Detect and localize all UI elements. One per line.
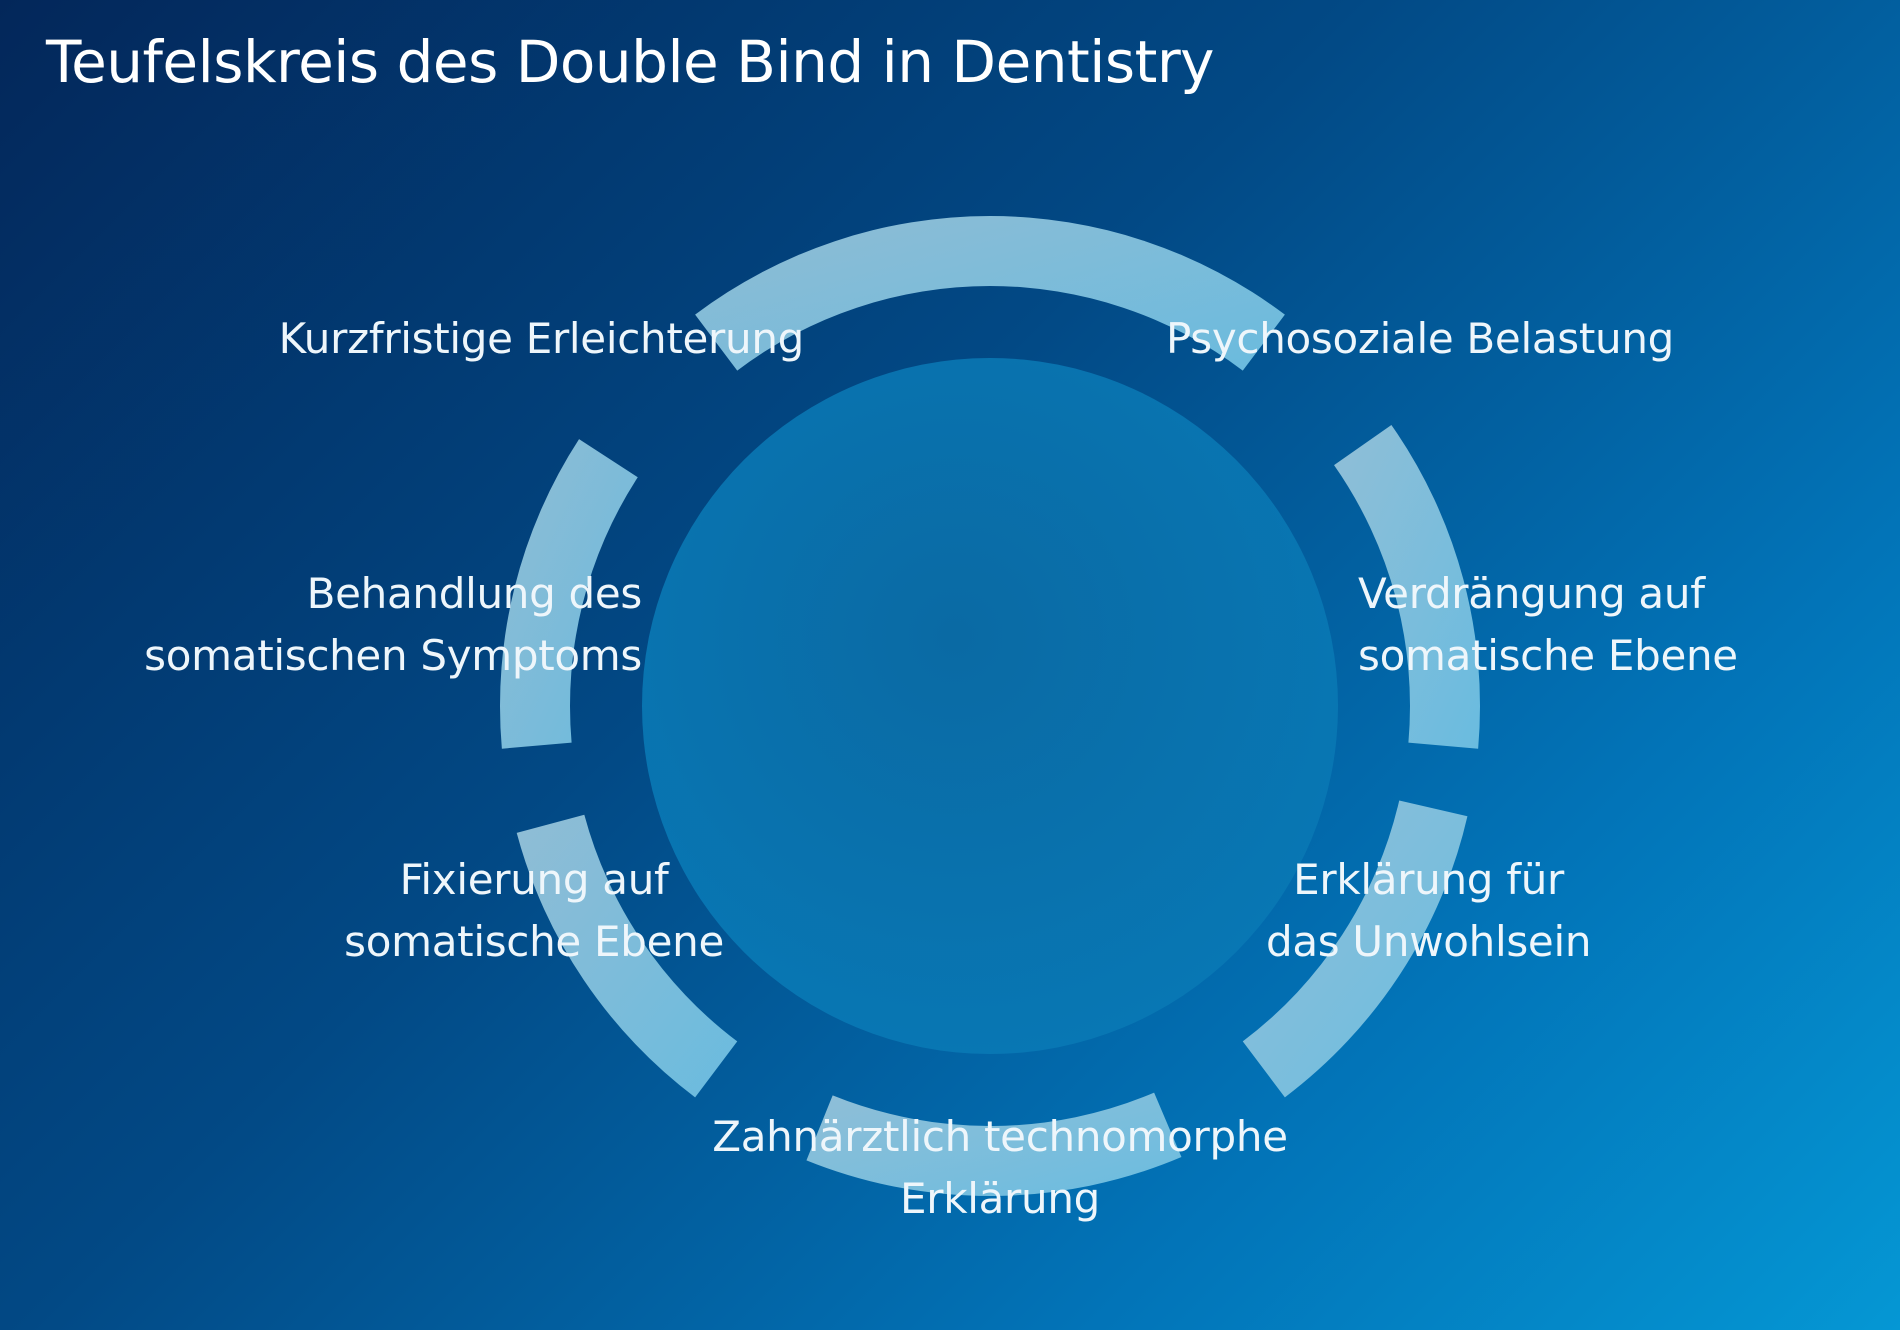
ring-segment — [695, 216, 1285, 371]
ring-segment — [806, 1092, 1182, 1196]
node-verdraengung: Verdrängung auf somatische Ebene — [1358, 563, 1738, 687]
ring-segment — [1242, 800, 1468, 1098]
node-label-line: das Unwohlsein — [1266, 917, 1592, 966]
center-disc — [642, 358, 1338, 1054]
ring — [499, 216, 1480, 1196]
node-label-line: Psychosoziale Belastung — [1166, 314, 1675, 363]
diagram-title: Teufelskreis des Double Bind in Dentistr… — [46, 28, 1215, 96]
node-label-line: Fixierung auf — [399, 855, 669, 904]
node-label-line: somatische Ebene — [344, 917, 724, 966]
node-label-line: somatische Ebene — [1358, 631, 1738, 680]
ring-segment — [516, 814, 738, 1098]
node-behandlung-des-symptoms: Behandlung des somatischen Symptoms — [144, 563, 642, 687]
node-label-line: somatischen Symptoms — [144, 631, 642, 680]
node-label-line: Zahnärztlich technomorphe — [712, 1112, 1288, 1161]
ring-segment — [499, 439, 638, 749]
node-label-line: Erklärung für — [1293, 855, 1564, 904]
node-erklaerung-unwohlsein: Erklärung für das Unwohlsein — [1266, 849, 1591, 973]
node-kurzfristige-erleichterung: Kurzfristige Erleichterung — [278, 308, 805, 370]
node-label-line: Erklärung — [900, 1174, 1100, 1223]
node-zahnaerztliche-erklaerung: Zahnärztlich technomorphe Erklärung — [712, 1106, 1288, 1230]
node-label-line: Behandlung des — [306, 569, 643, 618]
ring-segment — [1334, 424, 1480, 749]
node-psychosoziale-belastung: Psychosoziale Belastung — [1166, 308, 1674, 370]
node-label-line: Kurzfristige Erleichterung — [278, 314, 805, 363]
node-fixierung: Fixierung auf somatische Ebene — [344, 849, 724, 973]
node-label-line: Verdrängung auf — [1358, 569, 1705, 618]
